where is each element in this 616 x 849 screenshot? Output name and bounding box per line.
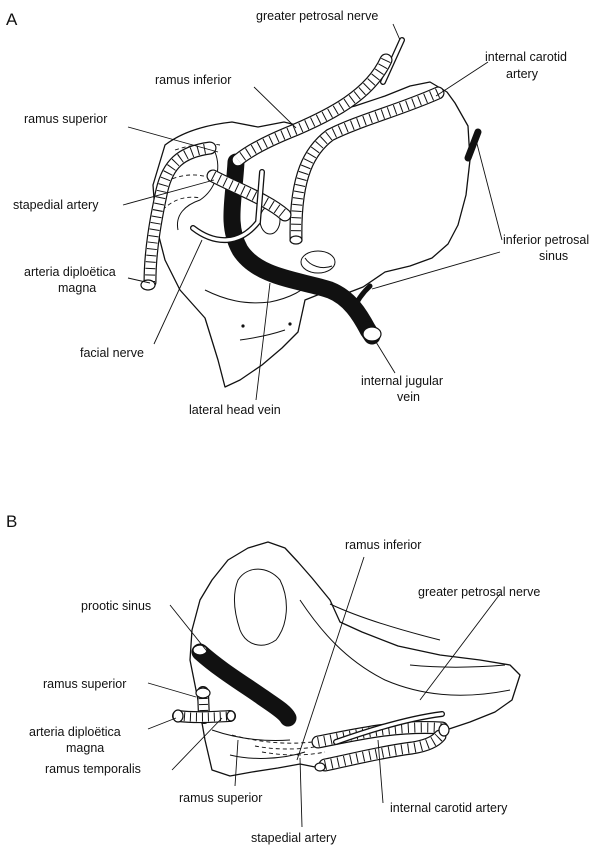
panel-a-jugular-opening bbox=[363, 327, 381, 341]
panel-b-label-ramus-temporalis: ramus temporalis bbox=[45, 762, 141, 776]
panel-a-label-arteria-diploetica-1: arteria diploëtica bbox=[24, 265, 116, 279]
panel-a-label-ramus-superior: ramus superior bbox=[24, 112, 107, 126]
panel-a-label-internal-jugular-2: vein bbox=[397, 390, 420, 404]
panel-a-letter: A bbox=[6, 10, 18, 29]
panel-a-carotid-opening bbox=[290, 236, 302, 244]
panel-a-label-greater-petrosal-nerve: greater petrosal nerve bbox=[256, 9, 378, 23]
panel-a-label-stapedial-artery: stapedial artery bbox=[13, 198, 99, 212]
panel-b-label-internal-carotid-artery: internal carotid artery bbox=[390, 801, 508, 815]
panel-b-inferior-opening bbox=[315, 763, 325, 771]
panel-b-label-arteria-diploetica-2: magna bbox=[66, 741, 104, 755]
panel-a-label-inferior-petrosal-1: inferior petrosal bbox=[503, 233, 589, 247]
panel-a-label-lateral-head-vein: lateral head vein bbox=[189, 403, 281, 417]
panel-a-bone-dot-2 bbox=[288, 322, 291, 325]
panel-b-label-ramus-superior-top: ramus superior bbox=[43, 677, 126, 691]
panel-b-label-prootic-sinus: prootic sinus bbox=[81, 599, 151, 613]
panel-a-label-internal-jugular-1: internal jugular bbox=[361, 374, 443, 388]
panel-b-ramus-superior-opening bbox=[196, 688, 210, 698]
panel-a-bone-dot-1 bbox=[241, 324, 244, 327]
panel-b: B bbox=[6, 512, 540, 845]
panel-a-label-arteria-diploetica-2: magna bbox=[58, 281, 96, 295]
panel-a-label-internal-carotid-2: artery bbox=[506, 67, 539, 81]
panel-b-label-stapedial-artery: stapedial artery bbox=[251, 831, 337, 845]
panel-b-temporalis-opening bbox=[227, 711, 235, 721]
panel-b-label-ramus-inferior: ramus inferior bbox=[345, 538, 421, 552]
panel-a-label-ramus-inferior: ramus inferior bbox=[155, 73, 231, 87]
panel-b-carotid-opening bbox=[439, 724, 449, 736]
panel-b-label-arteria-diploetica-1: arteria diploëtica bbox=[29, 725, 121, 739]
panel-a: A bbox=[6, 9, 589, 417]
panel-b-label-greater-petrosal-nerve: greater petrosal nerve bbox=[418, 585, 540, 599]
panel-a-label-internal-carotid-1: internal carotid bbox=[485, 50, 567, 64]
panel-b-letter: B bbox=[6, 512, 17, 531]
panel-b-prootic-opening bbox=[193, 645, 207, 655]
panel-b-arteria-diploetica-magna bbox=[178, 716, 230, 717]
panel-a-inferior-petrosal-sinus bbox=[468, 132, 478, 158]
panel-b-diploetica-opening bbox=[173, 710, 183, 722]
panel-a-label-facial-nerve: facial nerve bbox=[80, 346, 144, 360]
panel-a-label-inferior-petrosal-2: sinus bbox=[539, 249, 568, 263]
panel-b-label-ramus-superior-bottom: ramus superior bbox=[179, 791, 262, 805]
